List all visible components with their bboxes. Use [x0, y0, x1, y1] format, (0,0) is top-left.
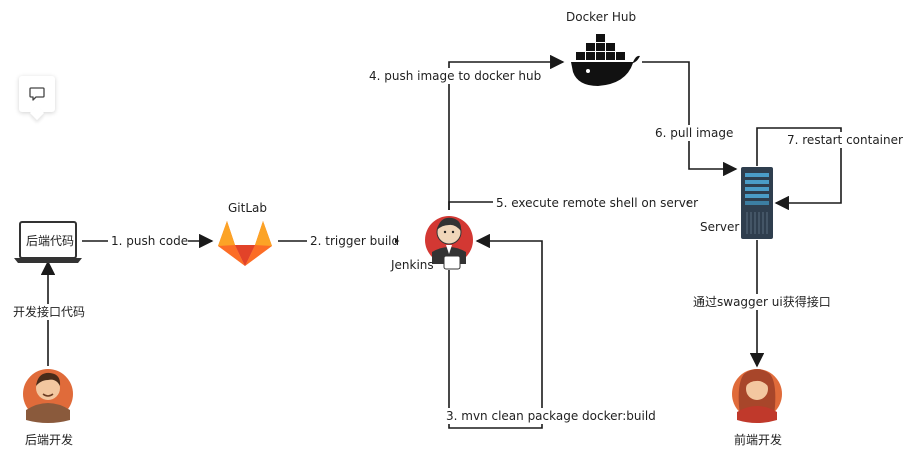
label-pull-image: 6. pull image	[655, 126, 733, 140]
label-dev-to-laptop: 开发接口代码	[13, 304, 85, 319]
comment-button[interactable]	[19, 76, 55, 112]
edge-pull-image	[642, 61, 738, 177]
label-restart-container: 7. restart container	[787, 133, 903, 147]
label-trigger-build: 2. trigger build	[310, 234, 399, 248]
comment-icon	[29, 87, 45, 101]
server-rack-icon	[741, 167, 773, 239]
label-push-image: 4. push image to docker hub	[369, 69, 541, 83]
node-label-backend-dev: 后端开发	[25, 432, 73, 447]
male-developer-avatar	[23, 369, 73, 423]
edge-restart-container	[756, 127, 842, 211]
node-label-laptop: 后端代码	[26, 234, 74, 248]
gitlab-fox-icon	[218, 221, 272, 266]
node-label-gitlab: GitLab	[228, 201, 267, 215]
label-mvn-build: 3. mvn clean package docker:build	[446, 409, 656, 423]
laptop-icon	[14, 221, 82, 263]
node-label-server: Server	[700, 220, 739, 234]
label-push-code: 1. push code	[111, 234, 188, 248]
edge-push-image	[448, 54, 565, 210]
node-label-docker-hub: Docker Hub	[566, 10, 636, 24]
jenkins-butler-icon	[425, 216, 473, 270]
docker-whale-icon	[571, 34, 640, 86]
female-developer-avatar	[732, 369, 782, 423]
label-swagger: 通过swagger ui获得接口	[693, 294, 831, 309]
label-execute-shell: 5. execute remote shell on server	[496, 196, 698, 210]
node-label-jenkins: Jenkins	[390, 258, 434, 272]
node-label-frontend-dev: 前端开发	[734, 432, 782, 447]
edge-mvn-build	[448, 233, 543, 429]
